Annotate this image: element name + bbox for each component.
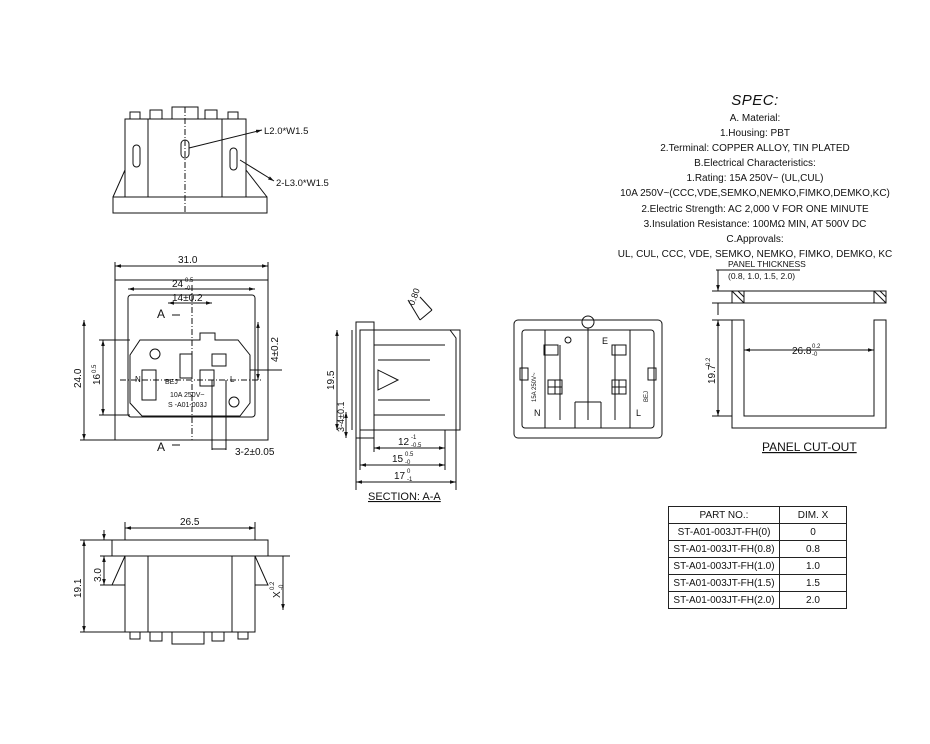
back-bej: BEJ [644,391,650,402]
cut-268-tol-dn: -0 [812,352,818,358]
cell-part-no: ST-A01-003JT-FH(0.8) [668,540,780,558]
dim-3-2: 3-2±0.05 [235,447,275,458]
section-view [335,296,461,490]
sec-17: 17 [394,471,406,482]
table-header-row: PART NO.: DIM. X [668,506,847,524]
face-rating: 10A 250V~ [170,392,204,399]
spec-line: A. Material: [729,113,781,124]
top-view [112,106,275,214]
panel-cutout-label: PANEL CUT-OUT [762,440,857,454]
table-row: ST-A01-003JT-FH(0) 0 [668,523,847,541]
bot-265: 26.5 [180,517,200,528]
bot-x-tol-up: 0.2 [270,581,276,590]
face-bej: BEJ [165,379,178,386]
spec-title: SPEC: [731,92,779,109]
pin-l-back: L [636,408,641,418]
back-view [513,315,663,439]
pin-l-front: L [230,375,235,384]
sec-17-tol-dn: -1 [407,477,413,483]
cell-dim-x: 0.8 [779,540,847,558]
cell-part-no: ST-A01-003JT-FH(2.0) [668,591,780,609]
sec-15-tol-dn: -0 [405,460,411,466]
sec-15: 15 [392,454,404,465]
section-mark-bottom: A [157,440,165,454]
pin-e-back: E [602,336,608,346]
dim-24: 24 [172,279,184,290]
spec-line: B.Electrical Characteristics: [694,158,816,170]
table-row: ST-A01-003JT-FH(0.8) 0.8 [668,540,847,558]
cell-dim-x: 1.0 [779,557,847,575]
cell-part-no: ST-A01-003JT-FH(0) [668,523,780,541]
cut-268-tol-up: 0.2 [812,344,821,350]
dim-16-tol-up: 0.5 [92,364,98,373]
bot-x: X [272,591,283,598]
dim-14: 14±0.2 [172,293,203,304]
header-dim-x: DIM. X [779,506,847,524]
sec-12-tol-dn: -0.5 [411,443,422,449]
spec-line: 2.Terminal: COPPER ALLOY, TIN PLATED [660,143,850,155]
panel-thickness-label: PANEL THICKNESS [728,259,806,269]
cut-197: 19.7 [707,364,718,384]
dim-16: 16 [92,373,103,385]
bottom-view [80,522,290,645]
part-number-table: PART NO.: DIM. X ST-A01-003JT-FH(0) 0 ST… [668,506,847,609]
spec-line: C.Approvals: [726,233,784,245]
cell-part-no: ST-A01-003JT-FH(1.0) [668,557,780,575]
cell-dim-x: 2.0 [779,591,847,609]
sec-15-tol-up: 0.5 [405,452,414,458]
sec-34: 3-4±0.1 [336,402,346,432]
cut-268: 26.8 [792,346,812,357]
bot-x-tol-dn: -0 [279,584,285,590]
spec-line: 1.Housing: PBT [719,128,791,140]
face-part: S -A01-003J [168,402,207,409]
front-view [80,262,282,450]
section-label: SECTION: A-A [368,491,441,503]
sec-195: 19.5 [326,370,337,390]
bot-191: 19.1 [73,578,84,598]
panel-thickness-values: (0.8, 1.0, 1.5, 2.0) [728,271,795,281]
table-row: ST-A01-003JT-FH(2.0) 2.0 [668,591,847,609]
spec-line: 10A 250V~(CCC,VDE,SEMKO,NEMKO,FIMKO,DEMK… [620,188,890,200]
spec-line: UL, CUL, CCC, VDE, SEMKO, NEMKO, FIMKO, … [617,248,893,260]
pin-n-front: N [135,375,141,384]
sec-080: 0.80 [406,287,421,307]
cut-197-tol-up: 0.2 [706,357,712,366]
dim-24-height: 24.0 [73,368,84,388]
panel-cutout [712,269,887,429]
dim-4: 4±0.2 [270,337,281,362]
dim-24-tol-dn: -0 [185,286,191,292]
spec-block: SPEC: A. Material: 1.Housing: PBT 2.Term… [600,92,910,262]
cell-dim-x: 0 [779,523,847,541]
cell-dim-x: 1.5 [779,574,847,592]
sec-12: 12 [398,437,410,448]
dim-24-tol-up: 0.5 [185,278,194,284]
dim-31: 31.0 [178,255,198,266]
cell-part-no: ST-A01-003JT-FH(1.5) [668,574,780,592]
slot2-label: 2-L3.0*W1.5 [276,178,329,189]
sec-17-tol-up: 0 [407,469,411,475]
spec-line: 1.Rating: 15A 250V~ (UL,CUL) [686,173,824,185]
spec-line: 2.Electric Strength: AC 2,000 V FOR ONE … [641,203,869,215]
header-part-no: PART NO.: [668,506,780,524]
table-row: ST-A01-003JT-FH(1.5) 1.5 [668,574,847,592]
back-rating: 15A 250V~ [532,372,538,402]
bot-30: 3.0 [93,568,104,582]
section-mark-top: A [157,307,165,321]
slot1-label: L2.0*W1.5 [264,126,308,137]
spec-line: 3.Insulation Resistance: 100MΩ MIN, AT 5… [643,218,867,230]
table-row: ST-A01-003JT-FH(1.0) 1.0 [668,557,847,575]
pin-n-back: N [534,408,541,418]
sec-12-tol-up: -1 [411,435,417,441]
